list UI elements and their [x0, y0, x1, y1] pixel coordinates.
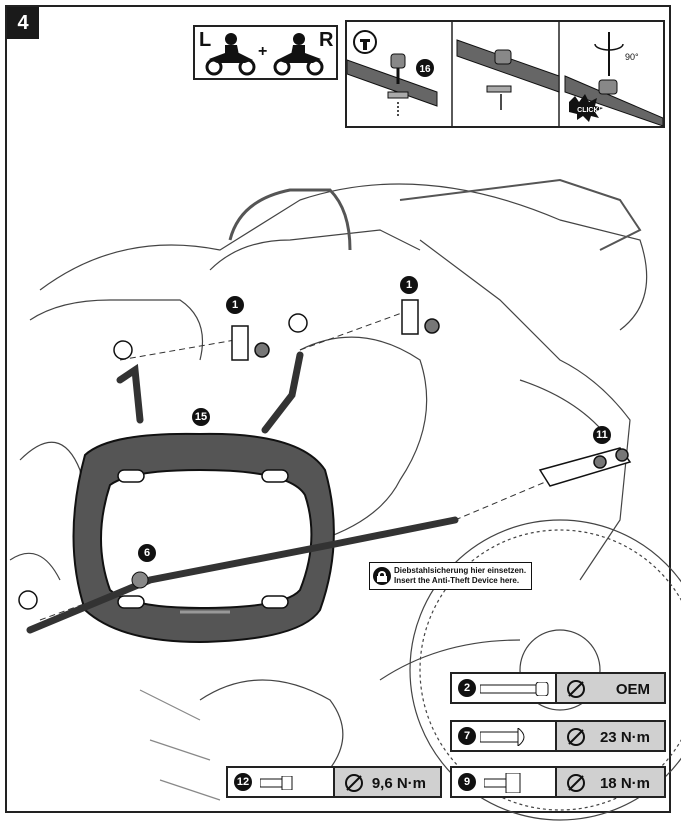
bolt-icon — [484, 773, 521, 793]
orientation-panel: L + R — [193, 25, 338, 80]
spec-part-badge: 7 — [458, 727, 476, 745]
right-letter: R — [319, 29, 334, 51]
mounting-sequence-panel: 16 90° CLICK! — [345, 20, 665, 128]
screw-pins — [18, 313, 308, 610]
bolt-icon — [480, 682, 549, 696]
anti-theft-note-de: Diebstahlsicherung hier einsetzen. — [394, 566, 527, 575]
left-letter: L — [199, 29, 212, 51]
spec-value: OEM — [615, 681, 650, 698]
torque-wrench-icon — [567, 774, 585, 792]
bolt-icon — [480, 728, 525, 746]
bolt-icon — [260, 776, 293, 790]
lock-icon — [373, 567, 391, 585]
spec-value: 9,6 N·m — [371, 775, 426, 792]
part-11-badge: 11 — [593, 426, 611, 444]
anti-theft-note-box: Diebstahlsicherung hier einsetzen. Inser… — [369, 562, 532, 590]
spec-row-12: 12 9,6 N·m — [226, 766, 442, 798]
spec-row-7: 7 23 N·m — [450, 720, 666, 752]
screw-icon — [353, 30, 377, 54]
spec-value: 23 N·m — [599, 729, 650, 746]
torque-wrench-icon — [567, 680, 585, 698]
part-15-badge: 15 — [192, 408, 210, 426]
motorcycle-rider-icons — [205, 33, 324, 76]
rotation-angle-label: 90° — [625, 52, 639, 62]
spec-part-badge: 12 — [234, 773, 252, 791]
spec-part-badge: 9 — [458, 773, 476, 791]
part-6-badge: 6 — [138, 544, 156, 562]
part-1-left-badge: 1 — [226, 296, 244, 314]
spec-part-badge: 2 — [458, 679, 476, 697]
anti-theft-note-en: Insert the Anti-Theft Device here. — [394, 576, 520, 585]
mounting-sequence-illustration: 16 90° CLICK! — [347, 22, 663, 126]
spec-value: 18 N·m — [599, 775, 650, 792]
click-label: CLICK! — [577, 107, 601, 114]
step-number-badge: 4 — [7, 7, 39, 39]
spec-row-9: 9 18 N·m — [450, 766, 666, 798]
torque-wrench-icon — [345, 774, 363, 792]
part-1-right-badge: 1 — [400, 276, 418, 294]
side-carrier-frame — [26, 351, 459, 644]
torque-wrench-icon — [567, 728, 585, 746]
sequence-part-badge: 16 — [419, 64, 431, 75]
plus-sign: + — [258, 43, 268, 60]
spec-row-2: 2 OEM — [450, 672, 666, 704]
